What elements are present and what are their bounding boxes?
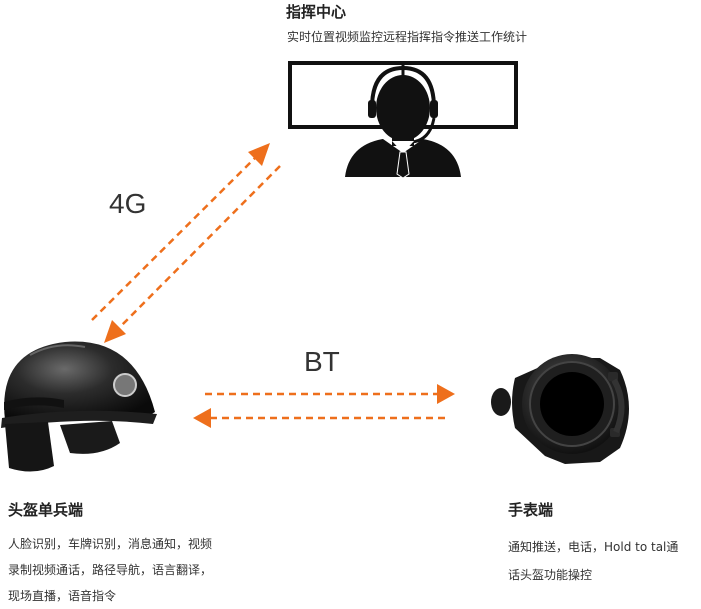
arrowhead-up-icon [248, 143, 270, 166]
arrowhead-left-icon [193, 408, 211, 428]
helmet-description: 人脸识别，车牌识别，消息通知，视频 录制视频通话，路径导航，语言翻译， 现场直播… [8, 531, 268, 609]
operator-headset-icon [345, 65, 461, 179]
command-center-title: 指挥中心 [286, 3, 347, 21]
arrow-to-helmet [116, 165, 281, 331]
watch-strap-left [491, 388, 511, 416]
helmet-icon [1, 341, 157, 472]
arrow-to-command-center [91, 154, 259, 321]
cellular-link-label: 4G [109, 188, 147, 219]
watch-description-line: 通知推送，电话，Hold to tal通 [508, 540, 679, 554]
watch-title: 手表端 [508, 501, 554, 519]
helmet-title: 头盔单兵端 [8, 501, 84, 519]
bluetooth-link-arrows [193, 384, 455, 428]
helmet-description-line: 录制视频通话，路径导航，语言翻译， [8, 563, 213, 577]
watch-description: 通知推送，电话，Hold to tal通 话头盔功能操控 [508, 531, 701, 587]
watch-description-line: 话头盔功能操控 [508, 568, 593, 582]
helmet-description-line: 人脸识别，车牌识别，消息通知，视频 [8, 537, 213, 551]
bluetooth-link-label: BT [304, 346, 340, 377]
helmet-description-line: 现场直播，语音指令 [8, 589, 117, 603]
arrowhead-down-icon [104, 320, 126, 343]
cellular-link-arrows [91, 143, 281, 343]
command-center-icon [288, 61, 518, 179]
command-center-description: 实时位置视频监控远程指挥指令推送工作统计 [287, 30, 528, 44]
watch-icon [491, 354, 629, 464]
arrowhead-right-icon [437, 384, 455, 404]
